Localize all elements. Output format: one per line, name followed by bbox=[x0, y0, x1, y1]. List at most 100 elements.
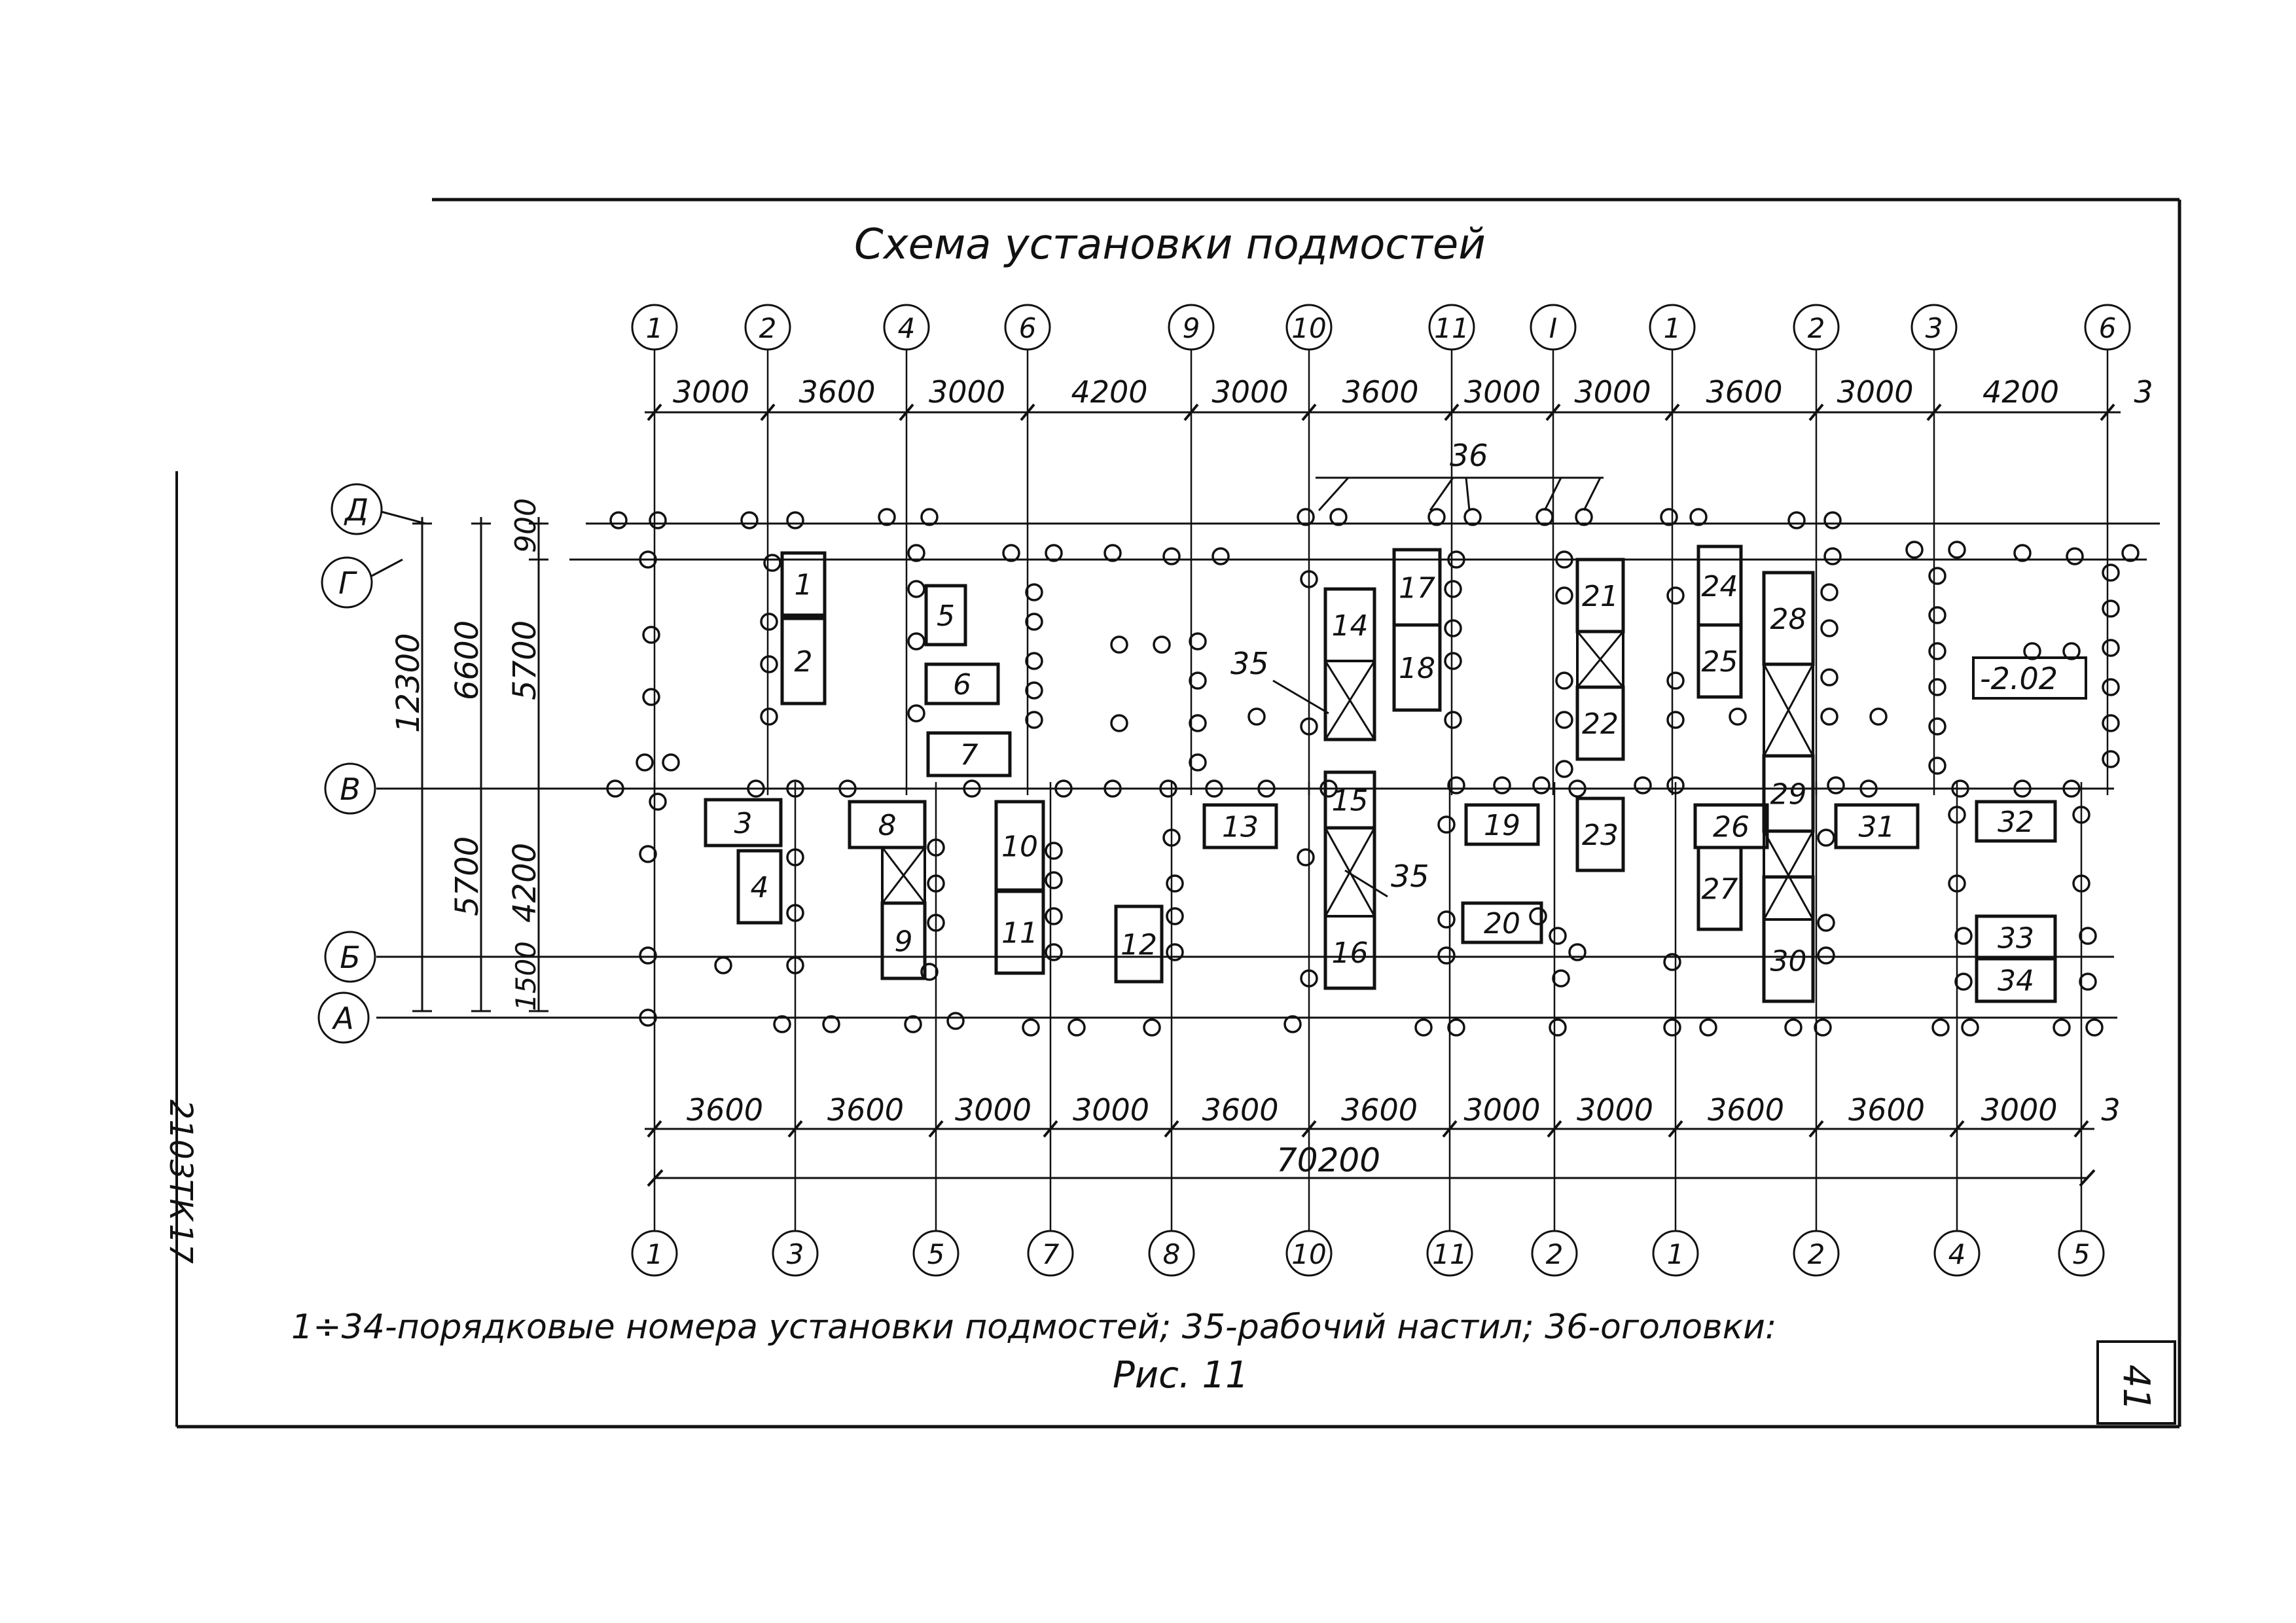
top-dim-label: 3000 bbox=[1211, 374, 1288, 410]
post-marker bbox=[786, 956, 804, 974]
post-marker bbox=[1787, 511, 1806, 529]
post-marker bbox=[1189, 753, 1207, 772]
scaffold-number: 5 bbox=[937, 599, 955, 633]
bottom-axis-12: 5 bbox=[2058, 782, 2105, 1277]
dim-tick bbox=[1020, 403, 1035, 421]
post-marker bbox=[1784, 1018, 1803, 1037]
dim-tick bbox=[787, 1120, 803, 1138]
dim-tick bbox=[1808, 1120, 1824, 1138]
post-marker bbox=[1153, 635, 1171, 654]
post-marker bbox=[1025, 681, 1043, 700]
post-marker bbox=[740, 511, 759, 529]
scaffold-27: 27 bbox=[1696, 846, 1743, 931]
post-marker bbox=[1045, 907, 1063, 925]
callout-35-bottom-label: 35 bbox=[1391, 859, 1429, 894]
row-axis-a: А bbox=[317, 991, 370, 1044]
post-marker bbox=[1555, 760, 1573, 778]
axis-bubble-label: 9 bbox=[1183, 312, 1200, 344]
top-axis-9: 1 bbox=[1649, 304, 1696, 795]
post-marker bbox=[1022, 1018, 1040, 1037]
post-marker bbox=[1859, 779, 1878, 798]
post-marker bbox=[1045, 943, 1063, 961]
axis-bubble-label: 7 bbox=[1042, 1238, 1060, 1270]
scaffold-outline bbox=[1461, 901, 1543, 944]
post-marker bbox=[1283, 1015, 1302, 1033]
axis-bubble-label: 2 bbox=[1546, 1238, 1564, 1270]
scaffold-number: 26 bbox=[1713, 811, 1749, 844]
post-marker bbox=[1951, 779, 1969, 798]
post-marker bbox=[1552, 969, 1570, 988]
post-marker bbox=[1905, 541, 1924, 559]
top-axis-3: 4 bbox=[883, 304, 930, 795]
scaffold-number: 16 bbox=[1332, 936, 1369, 970]
post-marker bbox=[1823, 547, 1842, 565]
dim-outer-lower: 5700 bbox=[449, 836, 486, 916]
post-marker bbox=[1814, 1018, 1832, 1037]
bottom-dim-label: 3000 bbox=[955, 1092, 1031, 1128]
scaffold-number: 15 bbox=[1332, 785, 1369, 818]
side-document-code: 2103ТК bbox=[162, 1099, 199, 1222]
scaffold-outline bbox=[1114, 904, 1164, 984]
post-marker bbox=[1827, 776, 1845, 794]
scaffold-31: 31 bbox=[1834, 803, 1920, 849]
dim-tick bbox=[1442, 1120, 1458, 1138]
post-marker bbox=[907, 544, 925, 562]
bottom-axis-8: 2 bbox=[1531, 782, 1578, 1277]
scaffold-number: 1 bbox=[795, 569, 813, 602]
bottom-dim-label: 3600 bbox=[687, 1092, 763, 1128]
post-marker bbox=[907, 632, 925, 651]
post-marker bbox=[1189, 671, 1207, 690]
scaffold-number: 14 bbox=[1332, 609, 1369, 643]
post-marker bbox=[1555, 711, 1573, 729]
post-marker bbox=[2079, 972, 2097, 991]
page-number-box: 41 bbox=[2096, 1340, 2176, 1425]
dim-tick bbox=[1164, 1120, 1179, 1138]
left-dimension-chains bbox=[412, 517, 548, 1012]
scaffold-outline bbox=[780, 551, 827, 617]
post-marker bbox=[1660, 508, 1678, 526]
scaffold-number: 21 bbox=[1582, 580, 1619, 613]
post-marker bbox=[822, 1015, 840, 1033]
post-marker bbox=[1954, 972, 1973, 991]
post-marker bbox=[1045, 842, 1063, 860]
side-sheet-number: 17 bbox=[162, 1224, 199, 1264]
scaffold-number: 28 bbox=[1770, 603, 1807, 636]
scaffold-9: 9 bbox=[880, 846, 927, 980]
scaffold-17: 17 bbox=[1392, 548, 1442, 627]
row-axis-label: Д bbox=[344, 492, 368, 527]
post-marker bbox=[1414, 1018, 1433, 1037]
scaffold-number: 30 bbox=[1770, 945, 1807, 978]
figure-caption: Рис. 11 bbox=[1113, 1354, 1249, 1397]
scaffold-number: 10 bbox=[1001, 830, 1038, 864]
scaffold-number: 32 bbox=[1998, 806, 2034, 839]
post-marker bbox=[649, 511, 667, 529]
post-marker bbox=[2085, 1018, 2104, 1037]
post-marker bbox=[1555, 550, 1573, 569]
post-marker bbox=[1297, 508, 1315, 526]
post-marker bbox=[1297, 848, 1315, 866]
row-axis-bubbles: Д Г В Б А bbox=[317, 483, 426, 1044]
scaffold-11: 11 bbox=[994, 889, 1045, 975]
scaffold-1: 1 bbox=[780, 551, 827, 617]
scaffold-number: 4 bbox=[751, 871, 769, 904]
scaffold-21: 21 bbox=[1575, 558, 1625, 633]
dim-tick bbox=[2100, 403, 2115, 421]
post-marker bbox=[1663, 1018, 1681, 1037]
post-marker bbox=[1045, 544, 1063, 562]
axis-bubble-label: 11 bbox=[1432, 1238, 1467, 1270]
row-axis-lines bbox=[376, 522, 2160, 1019]
scaffold-number: 24 bbox=[1702, 570, 1738, 603]
scaffold-outline bbox=[1392, 623, 1442, 712]
post-marker bbox=[907, 580, 925, 598]
scaffold-16: 16 bbox=[1323, 826, 1376, 990]
bottom-axis-7: 11 bbox=[1426, 782, 1473, 1277]
callout-35-top: 35 bbox=[1230, 646, 1329, 715]
sheet-frame bbox=[175, 198, 2181, 1429]
axis-bubble bbox=[1148, 1230, 1195, 1277]
post-marker bbox=[1162, 829, 1181, 847]
deck-cross bbox=[1576, 631, 1624, 688]
scaffold-outline bbox=[1762, 875, 1815, 1003]
post-marker bbox=[1463, 508, 1482, 526]
post-marker bbox=[1928, 678, 1946, 696]
post-marker bbox=[1103, 544, 1122, 562]
